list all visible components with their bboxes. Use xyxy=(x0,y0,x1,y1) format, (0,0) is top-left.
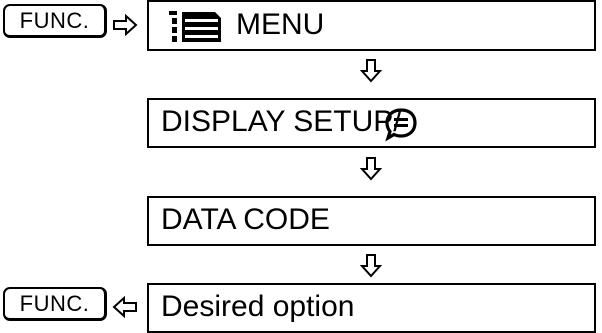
step-box-desired-option: Desired option xyxy=(147,283,596,333)
left-arrow-icon xyxy=(112,295,137,319)
step-label-display-setup: DISPLAY SETUP/ xyxy=(161,105,402,138)
step-label-data-code: DATA CODE xyxy=(161,203,330,236)
func-button-label: FUNC. xyxy=(19,8,90,33)
speech-bubble-icon xyxy=(385,108,417,142)
step-box-display-setup: DISPLAY SETUP/ xyxy=(147,98,596,148)
down-arrow-icon xyxy=(359,59,383,83)
right-arrow-icon xyxy=(113,13,138,37)
func-button-label: FUNC. xyxy=(19,291,90,316)
step-box-menu: MENU xyxy=(147,0,596,51)
func-button-bottom[interactable]: FUNC. xyxy=(3,287,107,321)
func-button-top[interactable]: FUNC. xyxy=(3,4,107,38)
down-arrow-icon xyxy=(359,157,383,181)
step-label-desired-option: Desired option xyxy=(161,290,355,323)
down-arrow-icon xyxy=(359,254,383,278)
step-box-data-code: DATA CODE xyxy=(147,196,596,246)
menu-icon xyxy=(169,11,221,42)
step-label-menu: MENU xyxy=(236,8,325,41)
